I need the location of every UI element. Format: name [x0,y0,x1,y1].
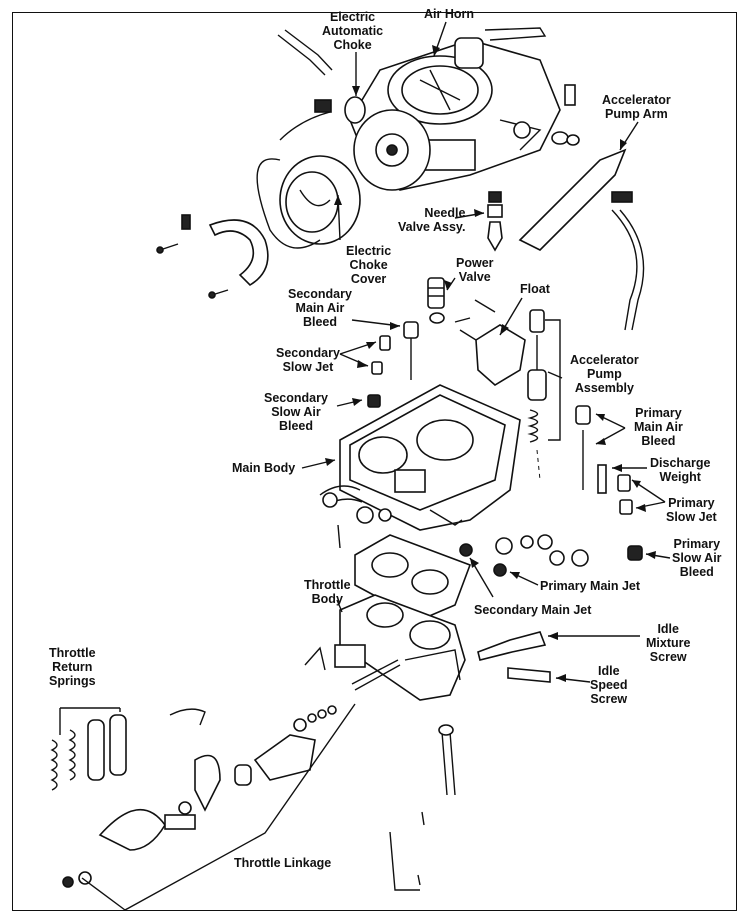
label-primary-slow-air-bleed: Primary Slow Air Bleed [672,537,722,579]
label-needle-valve-assy: Needle Valve Assy. [398,206,466,234]
label-primary-slow-jet: Primary Slow Jet [666,496,717,524]
bolts-part [389,724,456,891]
label-secondary-slow-jet: Secondary Slow Jet [276,346,340,374]
electric-choke-cover-part [256,99,361,249]
label-primary-main-jet: Primary Main Jet [540,579,641,593]
label-float: Float [520,282,550,296]
label-air-horn: Air Horn [424,7,474,21]
label-throttle-body: Throttle Body [304,578,351,606]
float-part [454,299,526,386]
label-throttle-linkage: Throttle Linkage [234,856,332,870]
throttle-return-springs-part [50,714,127,791]
label-throttle-return-springs: Throttle Return Springs [49,646,96,688]
throttle-body-part [334,594,466,701]
label-secondary-slow-air-bleed: Secondary Slow Air Bleed [264,391,328,433]
label-power-valve: Power Valve [456,256,494,284]
label-discharge-weight: Discharge Weight [650,456,711,484]
label-idle-mixture-screw: Idle Mixture Screw [646,622,691,664]
label-electric-automatic-choke: Electric Automatic Choke [322,10,384,52]
secondary-jets-part [367,321,419,408]
label-secondary-main-jet: Secondary Main Jet [474,603,592,617]
vent-tube [277,34,326,76]
electric-automatic-choke-part [344,96,431,191]
label-main-body: Main Body [232,461,296,475]
main-jets-part [459,534,589,577]
vent-tube-edge [284,29,333,71]
accelerator-pump-arm-part [518,84,645,331]
needle-valve-part [487,191,503,252]
primary-jets-part [575,405,643,561]
accelerator-pump-part [527,309,561,481]
label-accelerator-pump-assembly: Accelerator Pump Assembly [570,353,639,395]
choke-bracket-part [156,214,269,299]
idle-screws-part [477,631,551,683]
power-valve-part [427,277,445,324]
label-idle-speed-screw: Idle Speed Screw [590,664,628,706]
label-accelerator-pump-arm: Accelerator Pump Arm [602,93,671,121]
label-primary-main-air-bleed: Primary Main Air Bleed [634,406,683,448]
throttle-linkage-part [62,646,337,888]
main-body-part [319,384,521,549]
arrowheads [325,45,656,682]
label-electric-choke-cover: Electric Choke Cover [346,244,392,286]
label-secondary-main-air-bleed: Secondary Main Air Bleed [288,287,352,329]
